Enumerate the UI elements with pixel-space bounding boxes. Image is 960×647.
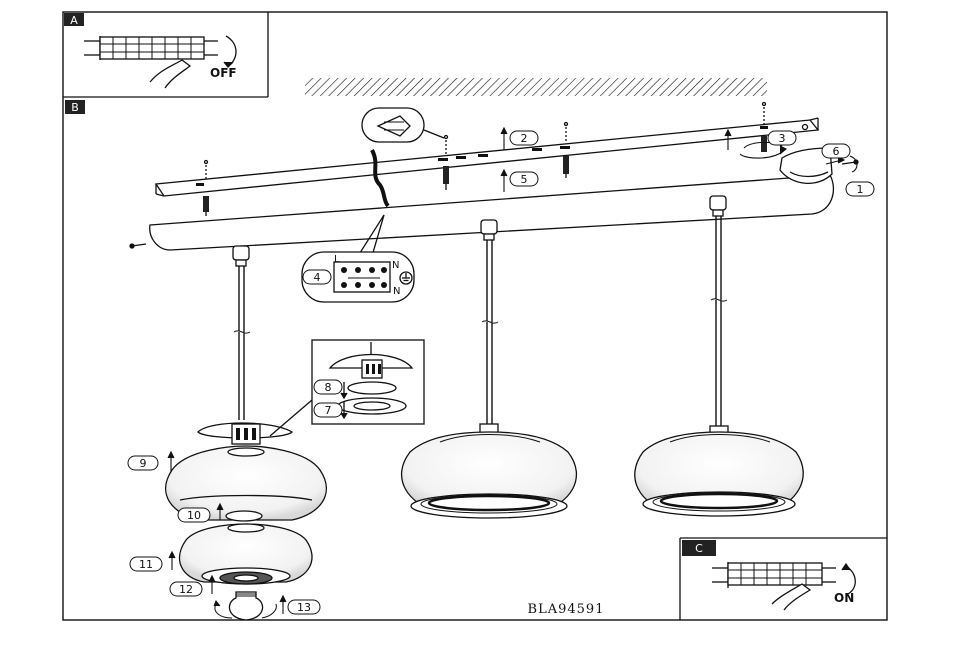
svg-text:3: 3 bbox=[779, 132, 786, 145]
step-callout-3: 3 bbox=[767, 130, 797, 146]
mains-cable bbox=[370, 149, 390, 208]
step-callout-8: 8 bbox=[313, 379, 343, 395]
side-screw-icon bbox=[129, 243, 147, 249]
wiring-zoom-bubble: L N N bbox=[301, 214, 415, 303]
wall-plug-icon bbox=[203, 196, 209, 216]
canopy bbox=[149, 174, 835, 251]
terminal-block-off-icon bbox=[84, 35, 237, 89]
left-lamp-upper-glass bbox=[165, 445, 327, 522]
zoom-leader bbox=[269, 399, 313, 437]
nut-part bbox=[337, 397, 407, 415]
pendant-rod-center bbox=[480, 219, 499, 424]
terminal-block-on-icon bbox=[712, 562, 856, 611]
pendant-rod-right bbox=[709, 195, 728, 426]
earth-icon bbox=[399, 271, 413, 285]
dowel-zoom-bubble bbox=[361, 107, 445, 143]
ceiling-hatch bbox=[305, 78, 767, 96]
screw-icon bbox=[761, 101, 767, 124]
svg-text:10: 10 bbox=[187, 509, 201, 522]
panel-a-off-label: OFF bbox=[210, 66, 237, 80]
panel-c-badge-box bbox=[682, 540, 716, 556]
screw-icon bbox=[563, 121, 569, 142]
svg-text:13: 13 bbox=[297, 601, 311, 614]
screw-icon bbox=[443, 134, 449, 155]
panel-b-badge: B bbox=[71, 101, 79, 114]
mounting-bracket bbox=[154, 117, 820, 197]
lamp-right bbox=[634, 425, 804, 517]
svg-text:9: 9 bbox=[140, 457, 147, 470]
direction-arrows bbox=[167, 126, 858, 614]
end-cap bbox=[779, 147, 833, 185]
main-frame bbox=[62, 11, 888, 621]
step-callout-12: 12 bbox=[169, 581, 203, 597]
panel-c-badge: C bbox=[695, 542, 703, 555]
step-callout-10: 10 bbox=[177, 507, 211, 523]
step-callout-2: 2 bbox=[509, 130, 539, 146]
svg-text:7: 7 bbox=[325, 404, 332, 417]
terminal-label-l: L bbox=[334, 254, 340, 265]
svg-text:11: 11 bbox=[139, 558, 153, 571]
light-bulb-icon bbox=[213, 591, 277, 621]
wall-plug-icon bbox=[443, 166, 449, 190]
pendant-rod-left bbox=[232, 245, 251, 420]
svg-text:2: 2 bbox=[521, 132, 528, 145]
svg-text:1: 1 bbox=[857, 183, 864, 196]
step-callout-6: 6 bbox=[821, 143, 851, 159]
wall-plug-icon bbox=[563, 156, 569, 178]
panel-c: C ON bbox=[679, 537, 887, 620]
panel-a-badge-box bbox=[64, 13, 84, 26]
step-callout-7: 7 bbox=[313, 402, 343, 418]
step-callout-1: 1 bbox=[845, 181, 875, 197]
panel-a-badge: A bbox=[70, 14, 78, 27]
lamp-holder bbox=[219, 571, 273, 585]
left-lamp-hood bbox=[197, 422, 294, 445]
svg-text:5: 5 bbox=[521, 173, 528, 186]
step-callout-9: 9 bbox=[127, 455, 159, 471]
step-callout-11: 11 bbox=[129, 556, 163, 572]
terminal-label-n-top: N bbox=[392, 260, 399, 271]
terminal-label-n-bottom: N bbox=[393, 286, 400, 297]
step-callout-13: 13 bbox=[287, 599, 321, 615]
svg-text:6: 6 bbox=[833, 145, 840, 158]
panel-b-badge-box bbox=[65, 100, 85, 114]
step-callout-4: 4 bbox=[302, 269, 332, 285]
svg-text:12: 12 bbox=[179, 583, 193, 596]
svg-text:8: 8 bbox=[325, 381, 332, 394]
panel-a: A OFF bbox=[64, 13, 237, 89]
ring-part bbox=[347, 381, 397, 395]
screw-icon bbox=[203, 159, 209, 180]
model-code: BLA94591 bbox=[528, 602, 605, 617]
wall-plug-icon bbox=[761, 136, 767, 152]
step-callout-5: 5 bbox=[509, 171, 539, 187]
lamp-center bbox=[400, 423, 578, 519]
svg-text:4: 4 bbox=[314, 271, 321, 284]
panel-c-on-label: ON bbox=[834, 591, 854, 605]
